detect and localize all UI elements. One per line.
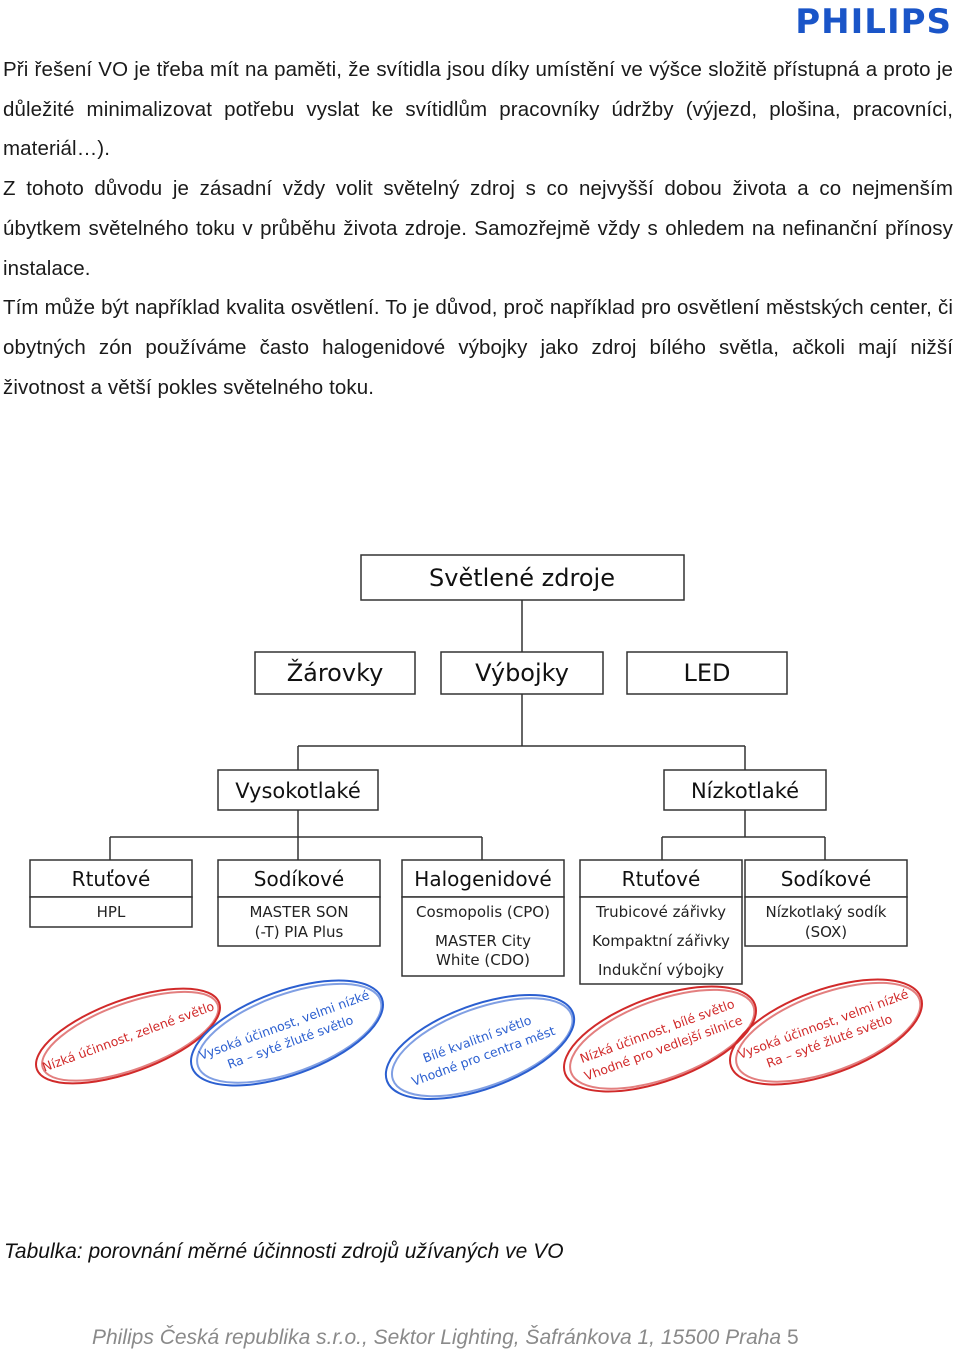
note-line: Nízká účinnost, zelené světlo [40, 998, 216, 1074]
node-vysokotlake: Vysokotlaké [235, 779, 361, 803]
leaf-line: White (CDO) [436, 951, 530, 969]
leaf-line: (-T) PIA Plus [255, 923, 344, 941]
paragraph-2: Z tohoto důvodu je zásadní vždy volit sv… [3, 177, 953, 280]
leaf-line: HPL [97, 903, 126, 921]
body-text: Při řešení VO je třeba mít na paměti, že… [3, 50, 953, 407]
leaf-title: Sodíkové [254, 867, 344, 891]
diagram-connectors [109, 600, 826, 860]
node-zarovky: Žárovky [287, 658, 384, 687]
philips-logo: PHILIPS [795, 2, 952, 42]
leaf-line: Indukční výbojky [598, 961, 724, 979]
node-vybojky: Výbojky [475, 659, 569, 687]
note-5: Vysoká účinnost, velmi nízké Ra – syté ž… [729, 978, 923, 1086]
note-2: Vysoká účinnost, velmi nízké Ra – syté ž… [190, 979, 384, 1087]
leaf-title: Sodíkové [781, 867, 871, 891]
note-4: Nízká účinnost, bílé světlo Vhodné pro v… [563, 985, 757, 1093]
leaf-line: (SOX) [805, 923, 847, 941]
leaf-line: Kompaktní zářivky [592, 932, 730, 950]
paragraph-3: Tím může být například kvalita osvětlení… [3, 296, 953, 399]
footer-text: Philips Česká republika s.r.o., Sektor L… [92, 1326, 782, 1349]
leaf-line: MASTER SON [249, 903, 348, 921]
node-nizkotlake: Nízkotlaké [691, 779, 799, 803]
leaf-title: Rtuťové [622, 867, 701, 891]
annotation-notes: Nízká účinnost, zelené světlo Vysoká úči… [35, 978, 923, 1101]
level2-nodes: Vysokotlaké Nízkotlaké [217, 769, 827, 811]
leaf-nodes: Rtuťové HPL Sodíkové MASTER SON (-T) PIA… [29, 859, 908, 985]
root-label: Světlené zdroje [429, 564, 615, 592]
table-caption: Tabulka: porovnání měrné účinnosti zdroj… [4, 1240, 564, 1263]
level1-nodes: Žárovky Výbojky LED [254, 651, 788, 695]
paragraph-1: Při řešení VO je třeba mít na paměti, že… [3, 58, 953, 161]
leaf-line: Nízkotlaký sodík [766, 903, 887, 921]
leaf-line: MASTER City [435, 932, 531, 950]
node-led: LED [683, 659, 730, 687]
page-number: 5 [786, 1326, 799, 1349]
root-node: Světlené zdroje [360, 554, 685, 601]
note-1: Nízká účinnost, zelené světlo [35, 987, 221, 1085]
leaf-line: Cosmopolis (CPO) [416, 903, 550, 921]
leaf-line: Trubicové zářivky [595, 903, 726, 921]
leaf-title: Rtuťové [72, 867, 151, 891]
leaf-title: Halogenidové [414, 867, 551, 891]
light-sources-diagram: Světlené zdroje Žárovky Výbojky LED Vyso… [29, 554, 923, 1101]
page-footer: Philips Česká republika s.r.o., Sektor L… [92, 1326, 799, 1350]
note-3: Bílé kvalitní světlo Vhodné pro centra m… [384, 993, 576, 1101]
